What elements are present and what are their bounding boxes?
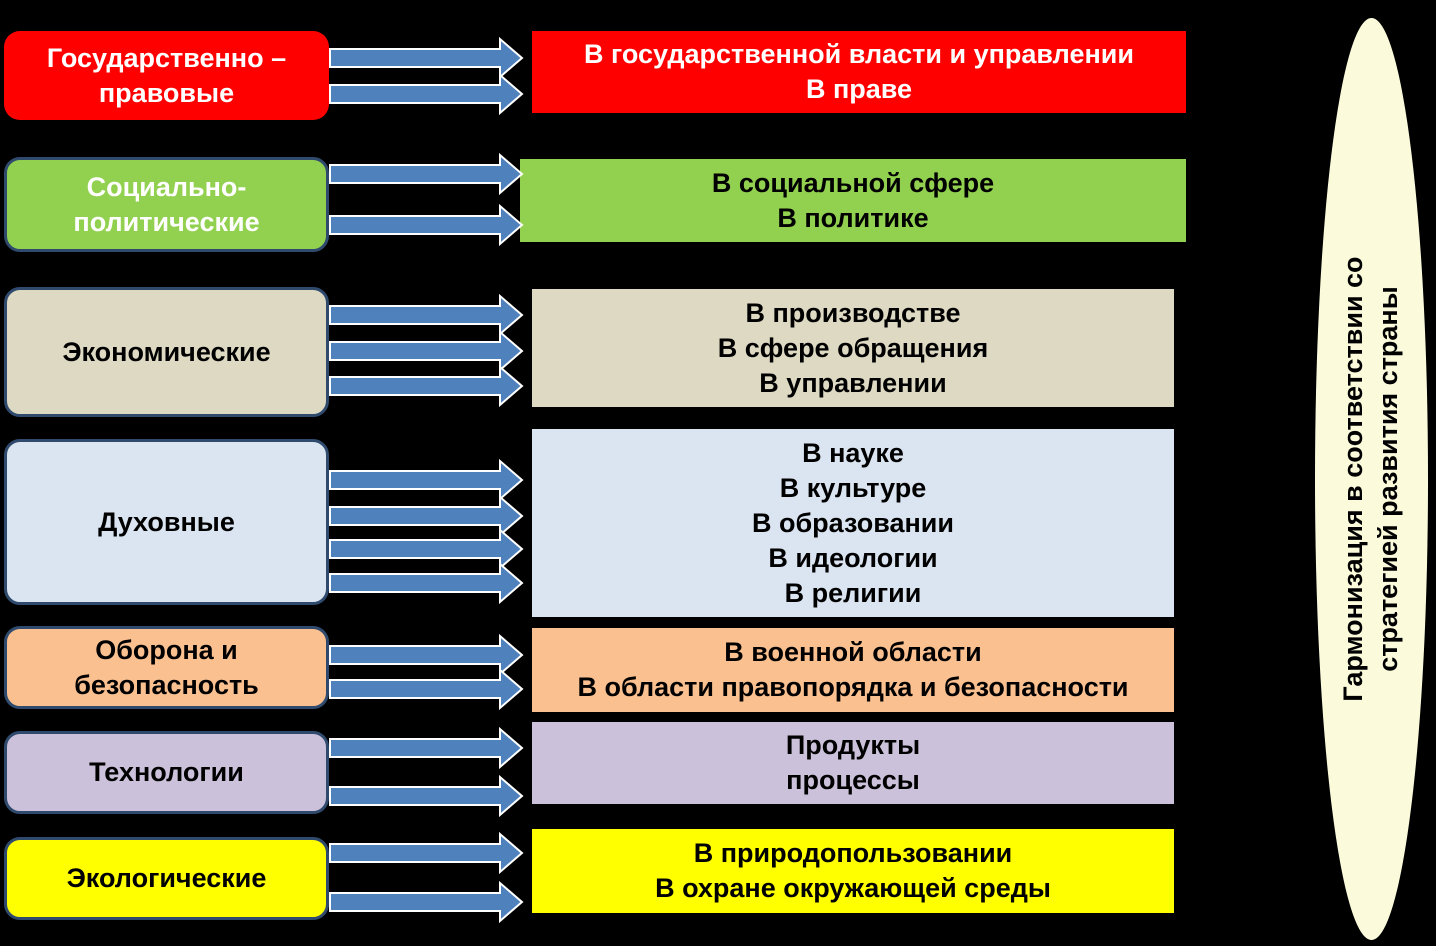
category-box-defense-security: Оборона и безопасность: [4, 626, 329, 709]
area-label-line: В области правопорядка и безопасности: [577, 672, 1129, 702]
area-label-line: Продукты: [785, 730, 921, 760]
area-label-line: В социальной сфере: [711, 167, 995, 198]
category-label-line: безопасность: [74, 669, 259, 700]
area-box-state-legal: В государственной власти и управлении В …: [532, 31, 1186, 113]
arrow-right-icon: [329, 561, 524, 605]
area-label-line: В культуре: [779, 472, 927, 503]
area-box-technologies: Продукты процессы: [532, 722, 1174, 804]
arrow-right-icon: [329, 726, 524, 770]
area-label-line: В сфере обращения: [717, 332, 989, 363]
arrow-right-icon: [329, 293, 524, 337]
arrow-right-icon: [329, 667, 524, 711]
area-box-economic: В производстве В сфере обращения В управ…: [532, 289, 1174, 407]
arrow-right-icon: [329, 364, 524, 408]
category-label-line: Государственно –: [46, 42, 287, 73]
area-box-ecological: В природопользовании В охране окружающей…: [532, 829, 1174, 913]
category-label-line: Экономические: [62, 336, 271, 367]
category-box-technologies: Технологии: [4, 731, 329, 814]
arrow-right-icon: [329, 831, 524, 875]
area-label-line: процессы: [786, 765, 920, 795]
arrow-right-icon: [329, 458, 524, 502]
category-box-socio-political: Социально- политические: [4, 157, 329, 252]
area-label-line: В образовании: [751, 507, 954, 538]
category-label-line: правовые: [98, 77, 235, 108]
area-label-line: В государственной власти и управлении: [584, 39, 1134, 69]
category-label-line: Социально-: [86, 171, 247, 202]
arrow-right-icon: [329, 203, 524, 247]
category-box-spiritual: Духовные: [4, 439, 329, 605]
area-label-line: В природопользовании: [693, 838, 1013, 868]
category-label-line: Технологии: [89, 757, 244, 787]
area-label-line: В военной области: [724, 637, 982, 667]
category-label-line: политические: [73, 206, 260, 237]
arrow-right-icon: [329, 880, 524, 924]
area-box-spiritual: В науке В культуре В образовании В идеол…: [532, 429, 1174, 617]
arrow-right-icon: [329, 494, 524, 538]
arrow-right-icon: [329, 633, 524, 677]
arrow-right-icon: [329, 152, 524, 196]
category-box-state-legal: Государственно – правовые: [4, 31, 329, 120]
category-label-line: Экологические: [66, 863, 267, 893]
arrow-right-icon: [329, 72, 524, 116]
arrow-right-icon: [329, 774, 524, 818]
area-label-line: В управлении: [759, 367, 947, 398]
area-label-line: В праве: [805, 74, 913, 104]
category-label-line: Духовные: [98, 506, 235, 537]
area-label-line: В охране окружающей среды: [655, 873, 1051, 903]
arrow-right-icon: [329, 36, 524, 80]
area-label-line: В политике: [777, 202, 929, 233]
area-box-socio-political: В социальной сфере В политике: [520, 159, 1186, 242]
harmonization-label: Гармонизация в соответствии со стратегие…: [1336, 256, 1406, 701]
arrow-right-icon: [329, 527, 524, 571]
harmonization-ellipse: [1315, 18, 1428, 940]
area-box-defense-security: В военной области В области правопорядка…: [532, 628, 1174, 712]
area-label-line: В религии: [784, 577, 922, 608]
harmonization-label-line: стратегией развития страны: [1373, 286, 1403, 672]
arrow-right-icon: [329, 329, 524, 373]
category-box-ecological: Экологические: [4, 837, 329, 920]
category-box-economic: Экономические: [4, 287, 329, 417]
area-label-line: В идеологии: [768, 542, 938, 573]
area-label-line: В производстве: [745, 297, 961, 328]
harmonization-label-line: Гармонизация в соответствии со: [1338, 256, 1368, 702]
category-label-line: Оборона и: [95, 634, 238, 665]
area-label-line: В науке: [802, 437, 904, 468]
